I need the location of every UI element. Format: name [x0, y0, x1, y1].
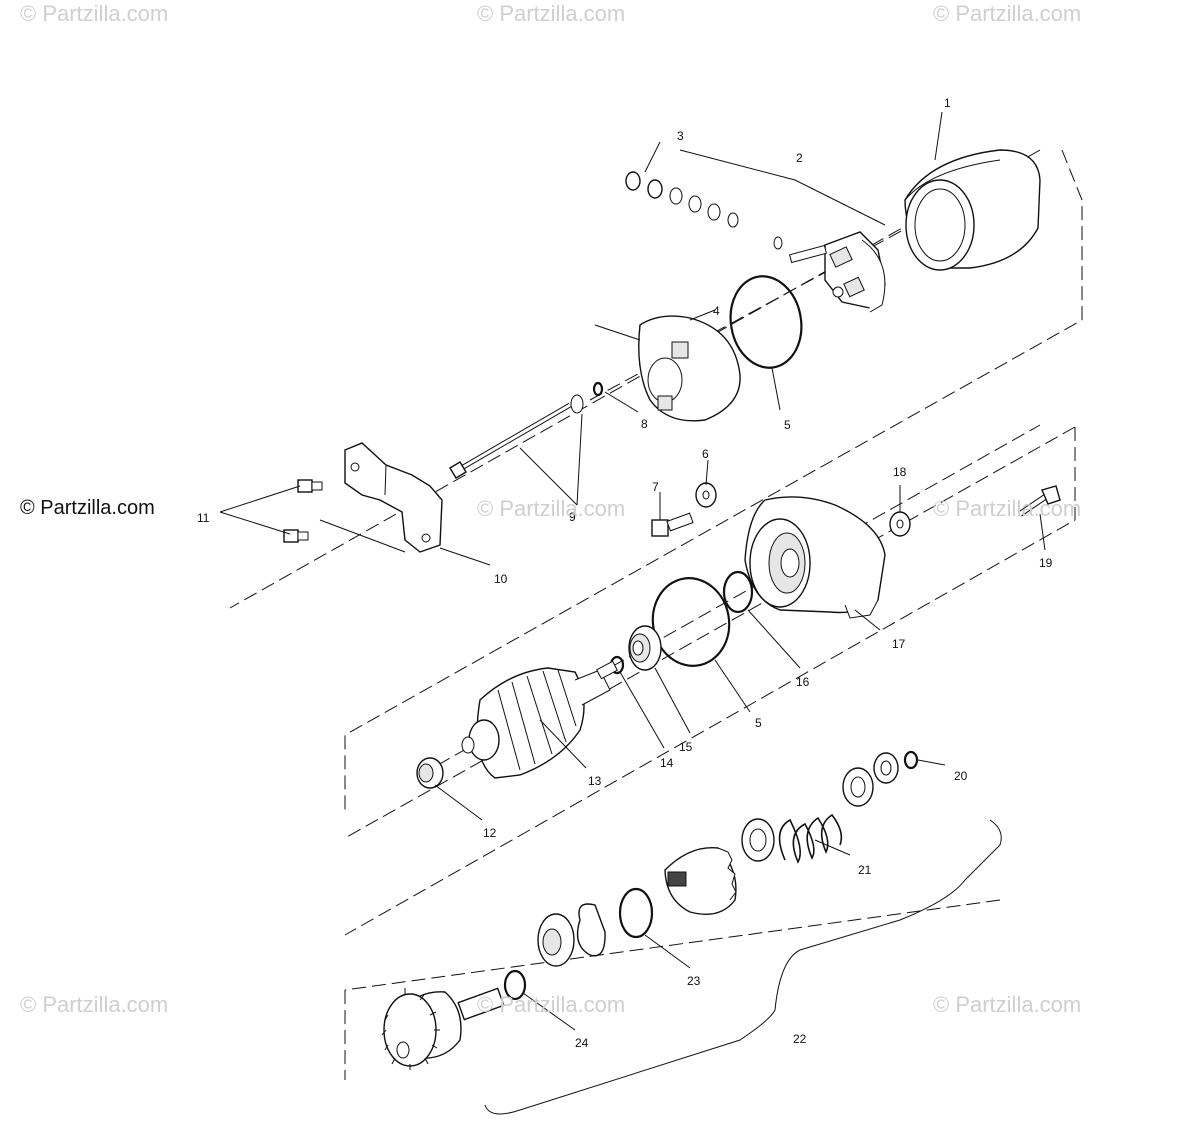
callout-3: 3	[677, 129, 684, 143]
callout-4: 4	[713, 304, 720, 318]
callout-23: 23	[687, 974, 701, 988]
callout-18: 18	[893, 465, 907, 479]
part-1-yoke-housing	[904, 149, 1041, 271]
part-24-snap-ring	[503, 969, 527, 1001]
watermark-top-left: © Partzilla.com	[20, 1, 169, 26]
watermark-top-center: © Partzilla.com	[477, 1, 626, 26]
callout-9: 9	[569, 510, 576, 524]
callout-2: 2	[796, 151, 803, 165]
callout-5-lower: 5	[755, 716, 762, 730]
part-8-small-o-ring	[592, 381, 604, 397]
callout-15: 15	[679, 740, 693, 754]
part-5-o-ring-upper	[729, 275, 803, 369]
callout-21: 21	[858, 863, 872, 877]
callout-numbers: 1 2 3 4 5 8 9 6 7 11 10 18 19 17 16 5 15…	[197, 96, 1053, 1050]
part-drive-gear-shaft	[381, 987, 505, 1070]
callout-16: 16	[796, 675, 810, 689]
callout-13: 13	[588, 774, 602, 788]
part-6-washer	[695, 482, 717, 508]
assembly-outline	[229, 149, 1083, 1080]
watermark-bottom-center: © Partzilla.com	[477, 992, 626, 1017]
callout-5-upper: 5	[784, 418, 791, 432]
part-7-bolt	[651, 512, 694, 537]
callout-24: 24	[575, 1036, 589, 1050]
part-3-nut-washer-set	[625, 171, 739, 228]
leader-lines	[219, 111, 1046, 1115]
callout-1: 1	[944, 96, 951, 110]
part-2-brush-holder	[773, 231, 886, 313]
watermark-mid-left: © Partzilla.com	[20, 497, 155, 519]
part-21-spring	[741, 813, 843, 864]
part-11-bracket-bolt	[283, 479, 323, 543]
callout-12: 12	[483, 826, 497, 840]
part-13-armature	[461, 660, 618, 779]
watermark-bottom-right: © Partzilla.com	[933, 992, 1082, 1017]
watermark-mid-center: © Partzilla.com	[477, 496, 626, 521]
callout-10: 10	[494, 572, 508, 586]
callout-14: 14	[660, 756, 674, 770]
callout-17: 17	[892, 637, 906, 651]
watermark-mid-right: © Partzilla.com	[933, 496, 1082, 521]
part-23-thrust-washer	[537, 887, 654, 967]
part-20-snap-ring	[842, 750, 919, 807]
watermark-bottom-left: © Partzilla.com	[20, 992, 169, 1017]
part-12-bushing	[416, 757, 444, 789]
part-15-bearing	[628, 625, 662, 671]
callout-20: 20	[954, 769, 968, 783]
part-4-rear-cover	[638, 315, 741, 422]
callout-7: 7	[652, 480, 659, 494]
part-16-o-ring	[722, 570, 754, 614]
part-overrunning-clutch	[664, 846, 737, 915]
callout-11: 11	[197, 511, 210, 525]
callout-6: 6	[702, 447, 709, 461]
watermark-top-right: © Partzilla.com	[933, 1, 1082, 26]
part-18-washer	[889, 511, 911, 537]
callout-19: 19	[1039, 556, 1053, 570]
part-10-mounting-bracket	[344, 442, 443, 553]
callout-22: 22	[793, 1032, 807, 1046]
part-9-through-bolt	[449, 394, 584, 479]
part-19-housing-bolt	[1018, 485, 1061, 517]
part-17-front-housing	[744, 496, 886, 619]
callout-8: 8	[641, 417, 648, 431]
